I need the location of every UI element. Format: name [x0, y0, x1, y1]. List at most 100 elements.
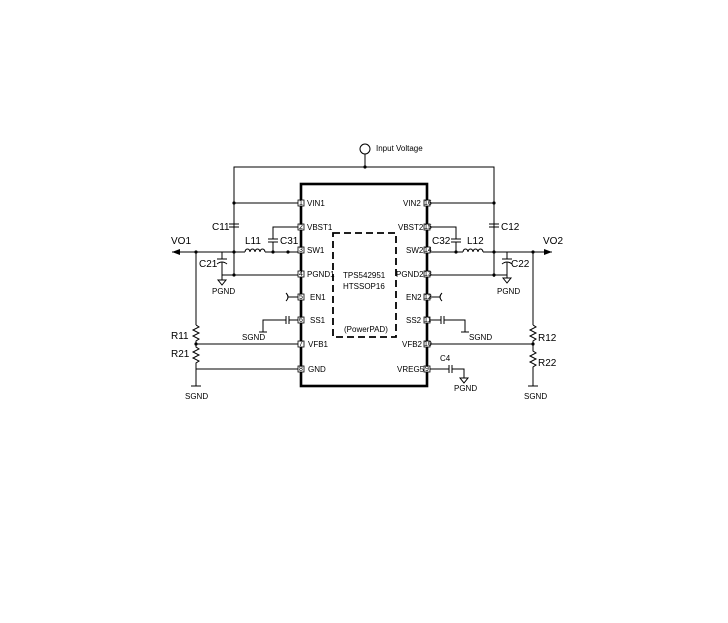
powerpad: [332, 232, 397, 338]
c32-label: C32: [432, 236, 451, 247]
bootstrap-c32: C32: [430, 226, 461, 252]
sgnd-left-label: SGND: [185, 392, 208, 401]
resistor-r12: R12: [528, 324, 557, 344]
pin-name: EN1: [310, 293, 326, 302]
pin-name: VFB1: [308, 340, 329, 349]
pin-ss1: 6 SS1: [297, 316, 326, 325]
l11-label: L11: [245, 236, 261, 247]
pin-name: EN2: [406, 293, 422, 302]
pin-gnd: 8 GND: [297, 365, 326, 374]
c4-label: C4: [440, 354, 451, 363]
sgnd-ss2-label: SGND: [469, 333, 492, 342]
pin-number: 15: [424, 224, 432, 231]
vin1-net: [232, 201, 298, 205]
pin-pgnd2: 13 PGND2: [396, 270, 432, 279]
pin-number: 1: [299, 200, 303, 207]
pin-number: 8: [299, 366, 303, 373]
vo2-label: VO2: [543, 236, 563, 247]
c21-label: C21: [199, 259, 218, 270]
pin-number: 16: [424, 200, 432, 207]
pin-number: 3: [299, 247, 303, 254]
pin-name: VREG5: [397, 365, 425, 374]
en2-net: [430, 292, 443, 302]
sgnd-left-net: SGND: [185, 368, 298, 401]
inductor-l11: L11: [244, 236, 266, 253]
pin-sw2: 14 SW2: [406, 246, 432, 255]
pgnd-right-label: PGND: [497, 287, 520, 296]
chip-part-number: TPS542951: [343, 271, 386, 280]
c31-label: C31: [280, 236, 299, 247]
pin-pgnd1: 4 PGND1: [297, 270, 335, 279]
pin-name: PGND1: [307, 270, 335, 279]
pin-number: 14: [424, 247, 432, 254]
pin-name: SS1: [310, 316, 326, 325]
pin-number: 12: [424, 294, 432, 301]
r21-label: R21: [171, 349, 190, 360]
chip-package: HTSSOP16: [343, 282, 385, 291]
pin-number: 7: [299, 341, 303, 348]
pin-name: VIN1: [307, 199, 325, 208]
sgnd-ss1-label: SGND: [242, 333, 265, 342]
c11-label: C11: [212, 222, 230, 233]
pin-en1: 5 EN1: [297, 293, 326, 302]
pin-number: 10: [424, 341, 432, 348]
pin-vfb2: 10 VFB2: [402, 340, 432, 349]
pgnd-c4-label: PGND: [454, 384, 477, 393]
l12-label: L12: [467, 236, 484, 247]
input-voltage-terminal: Input Voltage: [359, 143, 423, 169]
pin-number: 11: [424, 317, 431, 324]
bootstrap-c31: C31: [268, 226, 299, 254]
pin-en2: 12 EN2: [406, 293, 432, 302]
pin-name: VFB2: [402, 340, 423, 349]
pin-number: 4: [299, 271, 303, 278]
pin-number: 6: [299, 317, 303, 324]
ss1-softstart-cap: SGND: [242, 316, 298, 342]
ic-body: [299, 182, 429, 388]
pgnd1-net: PGND: [212, 232, 298, 296]
pin-sw1: 3 SW1: [297, 246, 325, 255]
en1-net: [285, 292, 298, 302]
vo1-label: VO1: [171, 236, 191, 247]
vin2-net: [430, 201, 496, 205]
pin-vin2: 16 VIN2: [403, 199, 432, 208]
r22-label: R22: [538, 358, 557, 369]
pin-name: SS2: [406, 316, 422, 325]
vreg5-c4: C4 PGND: [430, 354, 477, 393]
resistor-r22: R22 SGND: [524, 344, 557, 401]
pin-name: SW1: [307, 246, 325, 255]
pin-vfb1: 7 VFB1: [297, 340, 329, 349]
pin-name: VBST1: [307, 223, 333, 232]
capacitor-c22: C22: [501, 252, 530, 278]
sgnd-right-label: SGND: [524, 392, 547, 401]
r11-label: R11: [171, 331, 189, 342]
pin-name: PGND2: [396, 270, 424, 279]
pin-vreg5: 9 VREG5: [397, 365, 431, 374]
c22-label: C22: [511, 259, 530, 270]
r12-label: R12: [538, 333, 557, 344]
pin-name: VBST2: [398, 223, 424, 232]
pin-name: GND: [308, 365, 326, 374]
pin-name: SW2: [406, 246, 424, 255]
pin-ss2: 11 SS2: [406, 316, 431, 325]
pin-vin1: 1 VIN1: [297, 199, 325, 208]
pin-number: 13: [424, 271, 432, 278]
pin-vbst1: 2 VBST1: [297, 223, 333, 232]
pin-number: 9: [425, 366, 429, 373]
capacitor-c12: C12: [489, 222, 520, 233]
pgnd-left-label: PGND: [212, 287, 235, 296]
input-bus: [233, 166, 495, 277]
capacitor-c11: C11: [212, 222, 239, 233]
input-voltage-label: Input Voltage: [376, 144, 423, 153]
ss2-softstart-cap: SGND: [430, 316, 492, 342]
resistor-r11: R11: [171, 324, 201, 344]
resistor-r21: R21: [171, 344, 201, 369]
c12-label: C12: [501, 222, 520, 233]
pin-number: 5: [299, 294, 303, 301]
inductor-l12: L12: [462, 236, 484, 253]
capacitor-c21: C21: [199, 252, 228, 275]
chip-powerpad-label: (PowerPAD): [344, 325, 388, 334]
pgnd2-net: PGND: [430, 232, 520, 296]
pin-vbst2: 15 VBST2: [398, 223, 432, 232]
